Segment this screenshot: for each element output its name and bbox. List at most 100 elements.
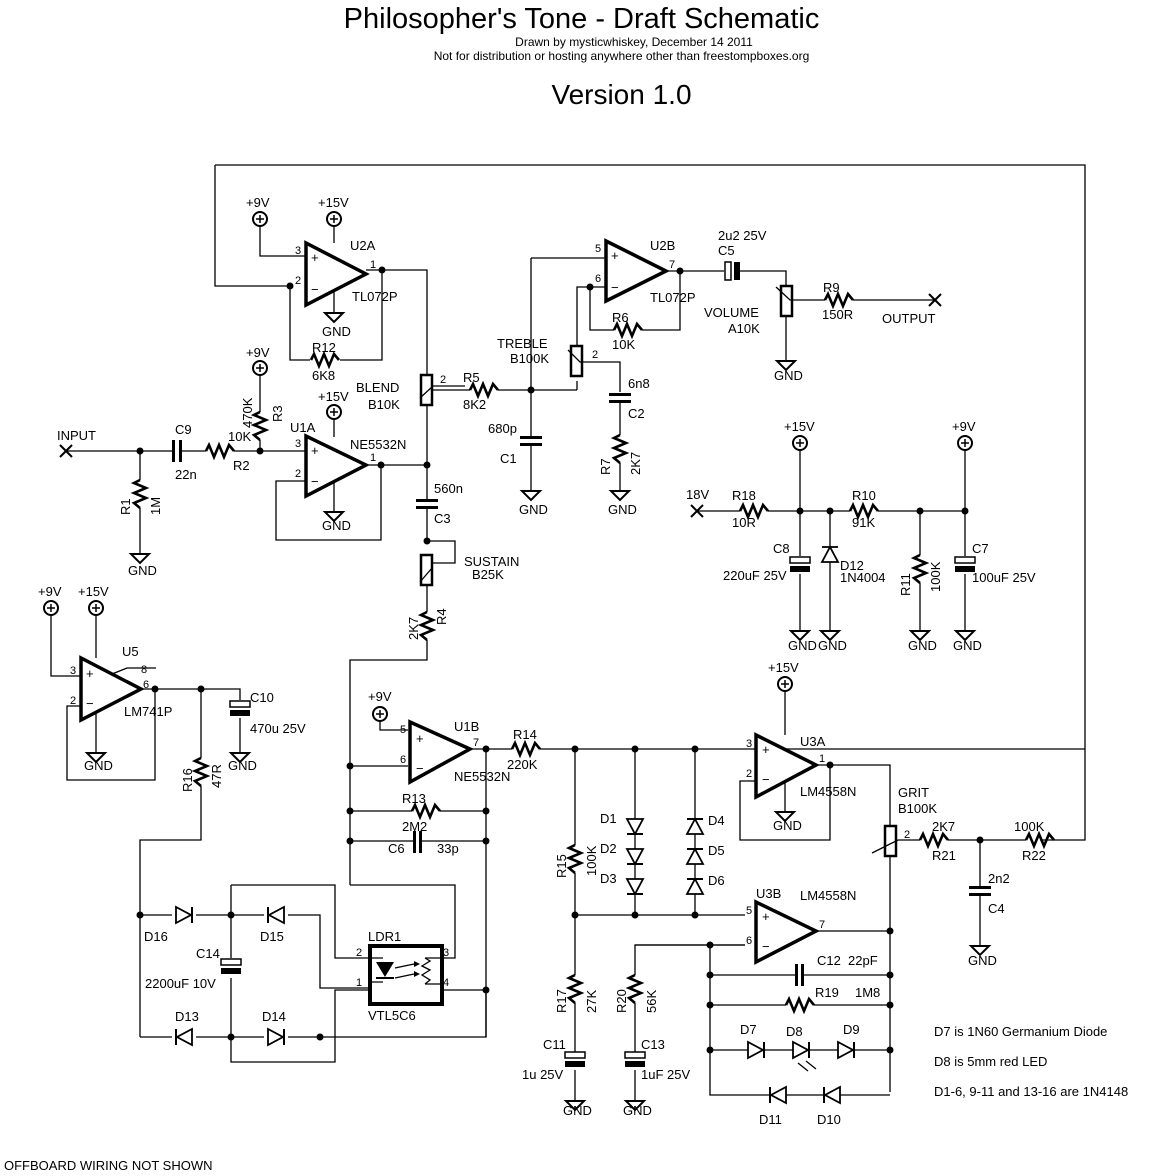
svg-text:6: 6 (400, 754, 406, 766)
version-label: Version 1.0 (551, 79, 692, 110)
r4-value: 2K7 (406, 617, 421, 640)
svg-text:D1: D1 (600, 811, 617, 826)
r19-ref: R19 (815, 985, 839, 1000)
u2b-part: TL072P (650, 290, 696, 305)
c2-ref: C2 (628, 406, 645, 421)
output-label: OUTPUT (882, 311, 936, 326)
r16-ref: R16 (180, 768, 195, 792)
svg-text:3: 3 (443, 947, 449, 959)
svg-text:D3: D3 (600, 871, 617, 886)
svg-text:GND: GND (774, 368, 803, 383)
r7-value: 2K7 (628, 452, 643, 475)
svg-text:1: 1 (370, 452, 376, 464)
r13-ref: R13 (402, 791, 426, 806)
sustain-pot[interactable] (349, 540, 456, 885)
svg-text:GND: GND (968, 953, 997, 968)
svg-text:GND: GND (563, 1103, 592, 1118)
u5-part: LM741P (124, 704, 172, 719)
volume-value: A10K (728, 321, 760, 336)
opamp-u5: + − (43, 600, 251, 1037)
svg-text:2: 2 (904, 829, 910, 841)
r11-value: 100K (928, 561, 943, 592)
r21-ref: R21 (932, 848, 956, 863)
svg-text:6: 6 (746, 935, 752, 947)
r17-value: 27K (584, 990, 599, 1013)
c6-value: 33p (437, 841, 459, 856)
r18-ref: R18 (732, 488, 756, 503)
svg-text:2: 2 (295, 468, 301, 480)
r19-value: 1M8 (855, 985, 880, 1000)
svg-text:−: − (762, 939, 770, 954)
sustain-value: B25K (472, 567, 504, 582)
u5-ref: U5 (122, 644, 139, 659)
r10-value: 91K (852, 515, 875, 530)
svg-text:D2: D2 (600, 841, 617, 856)
svg-text:5: 5 (746, 905, 752, 917)
svg-text:2: 2 (70, 695, 76, 707)
c14-ref: C14 (196, 946, 220, 961)
r12-ref: R12 (312, 340, 336, 355)
r22-value: 100K (1014, 819, 1045, 834)
r6-ref: R6 (612, 310, 629, 325)
r22-ref: R22 (1022, 848, 1046, 863)
opamp-u2b: + − (531, 238, 787, 338)
svg-text:2: 2 (746, 768, 752, 780)
opamp-u1b: + − (346, 706, 1085, 1037)
svg-text:+: + (762, 742, 770, 757)
svg-text:+15V: +15V (78, 584, 109, 599)
r3-value: 470K (240, 397, 255, 428)
r17-ref: R17 (554, 989, 569, 1013)
svg-text:GND: GND (818, 638, 847, 653)
d12-ref: D12 (840, 558, 864, 573)
grit-pot[interactable] (871, 824, 1026, 1092)
r15-ref: R15 (554, 854, 569, 878)
note-d7: D7 is 1N60 Germanium Diode (934, 1024, 1107, 1039)
u3a-ref: U3A (800, 734, 826, 749)
r14-value: 220K (507, 757, 538, 772)
r9-value: 150R (822, 307, 853, 322)
schematic-title: Philosopher's Tone - Draft Schematic (343, 3, 820, 35)
c12-ref: C12 (817, 953, 841, 968)
blend-pot[interactable] (419, 373, 465, 465)
svg-text:+: + (416, 731, 424, 746)
r14-ref: R14 (513, 727, 537, 742)
svg-text:−: − (311, 282, 319, 297)
svg-text:GND: GND (608, 502, 637, 517)
volume-pot[interactable] (775, 284, 935, 371)
svg-text:2: 2 (295, 275, 301, 287)
svg-text:+9V: +9V (246, 345, 270, 360)
c8-value: 220uF 25V (723, 568, 787, 583)
volume-name: VOLUME (704, 305, 759, 320)
u2a-ref: U2A (350, 238, 376, 253)
u1a-part: NE5532N (350, 437, 406, 452)
svg-text:GND: GND (623, 1103, 652, 1118)
opamp-u3b: + − (627, 899, 894, 1105)
author-line: Drawn by mysticwhiskey, December 14 2011 (515, 35, 753, 49)
svg-text:−: − (86, 696, 94, 711)
svg-text:2: 2 (356, 947, 362, 959)
r13-value: 2M2 (402, 819, 427, 834)
opamp-u2a: + − (214, 164, 1086, 841)
r1-ref: R1 (118, 498, 133, 515)
c1-ref: C1 (500, 451, 517, 466)
svg-text:+9V: +9V (38, 584, 62, 599)
c4-ref: C4 (988, 901, 1005, 916)
r12-value: 6K8 (312, 368, 335, 383)
opamp-u3a: + − (739, 676, 891, 841)
svg-text:GND: GND (788, 638, 817, 653)
svg-text:7: 7 (819, 919, 825, 931)
svg-text:+9V: +9V (368, 689, 392, 704)
svg-text:D7: D7 (740, 1022, 757, 1037)
treble-pot[interactable] (567, 286, 621, 392)
svg-text:GND: GND (908, 638, 937, 653)
svg-text:+: + (86, 666, 94, 681)
ldr-ref: LDR1 (368, 929, 401, 944)
r20-value: 56K (644, 990, 659, 1013)
note-diodes: D1-6, 9-11 and 13-16 are 1N4148 (934, 1084, 1128, 1099)
svg-text:+9V: +9V (952, 419, 976, 434)
svg-text:5: 5 (595, 243, 601, 255)
svg-text:1: 1 (370, 259, 376, 271)
c10-value: 470u 25V (250, 721, 306, 736)
svg-text:D9: D9 (843, 1022, 860, 1037)
